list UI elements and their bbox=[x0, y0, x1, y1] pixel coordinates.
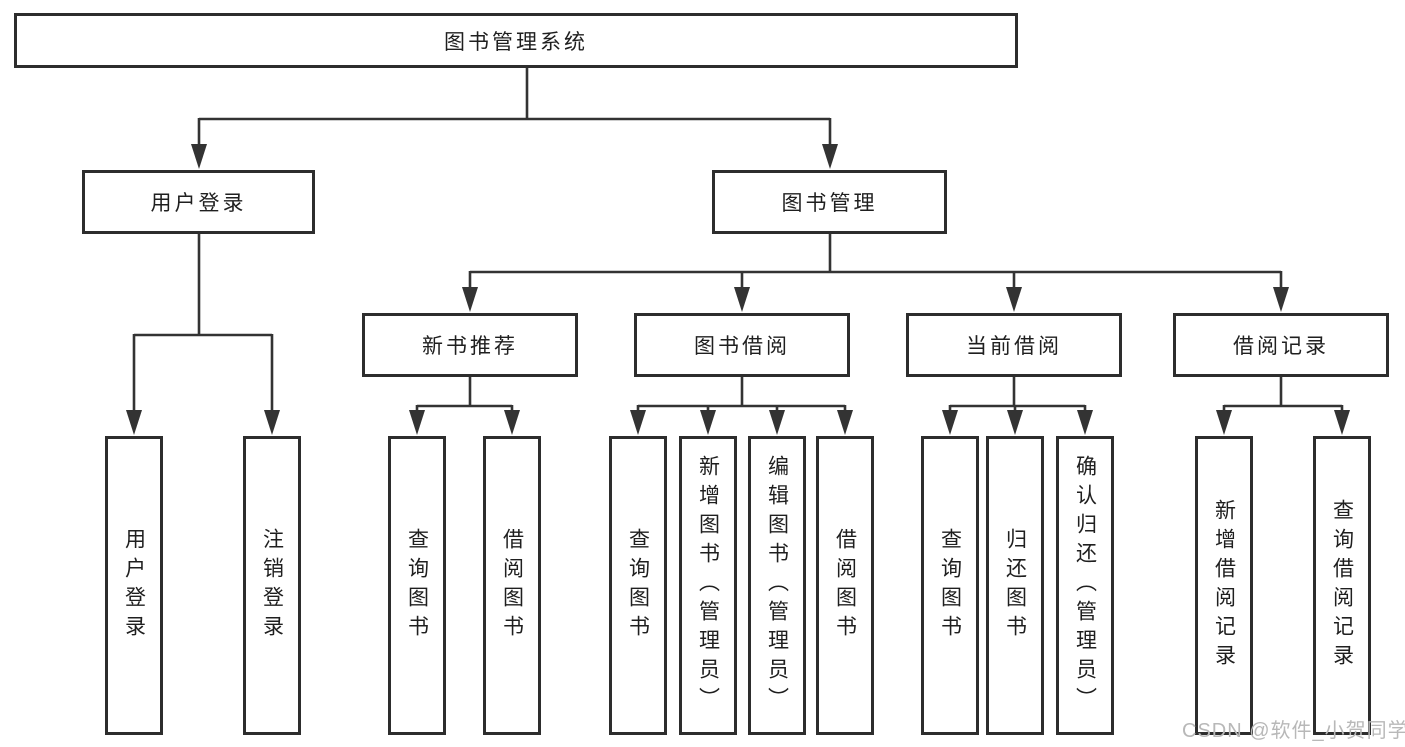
leaf-logout: 注销登录 bbox=[243, 436, 301, 735]
node-root-label: 图书管理系统 bbox=[444, 30, 588, 54]
leaf-borrow-borrow-label: 借阅图书 bbox=[833, 527, 857, 644]
node-current-borrow-label: 当前借阅 bbox=[966, 335, 1062, 358]
connector-bookmgmt-to-level3 bbox=[462, 234, 1289, 312]
connector-newbooks-to-leaves bbox=[409, 377, 520, 435]
leaf-newbooks-query: 查询图书 bbox=[388, 436, 446, 735]
connector-bookborrow-to-leaves bbox=[630, 377, 853, 435]
leaf-current-confirm-label: 确认归还（管理员） bbox=[1073, 455, 1097, 716]
connector-userlogin-to-leaves bbox=[126, 234, 280, 435]
leaf-borrow-add-label: 新增图书（管理员） bbox=[696, 455, 720, 716]
node-borrow-records-label: 借阅记录 bbox=[1233, 335, 1329, 358]
leaf-newbooks-borrow: 借阅图书 bbox=[483, 436, 541, 735]
leaf-current-return-label: 归还图书 bbox=[1003, 527, 1027, 644]
node-user-login: 用户登录 bbox=[82, 170, 315, 234]
leaf-borrow-add: 新增图书（管理员） bbox=[679, 436, 737, 735]
node-root: 图书管理系统 bbox=[14, 13, 1018, 68]
leaf-records-query-label: 查询借阅记录 bbox=[1330, 498, 1354, 673]
watermark: CSDN @软件_小贺同学 bbox=[1182, 720, 1405, 742]
node-user-login-label: 用户登录 bbox=[150, 192, 247, 215]
leaf-logout-label: 注销登录 bbox=[260, 527, 284, 644]
leaf-user-login: 用户登录 bbox=[105, 436, 163, 735]
leaf-borrow-query: 查询图书 bbox=[609, 436, 667, 735]
leaf-current-query-label: 查询图书 bbox=[938, 527, 962, 644]
leaf-borrow-borrow: 借阅图书 bbox=[816, 436, 874, 735]
connector-root-to-level2 bbox=[191, 68, 838, 169]
leaf-current-query: 查询图书 bbox=[921, 436, 979, 735]
node-borrow-records: 借阅记录 bbox=[1173, 313, 1389, 377]
node-book-management-label: 图书管理 bbox=[781, 192, 878, 215]
node-book-management: 图书管理 bbox=[712, 170, 947, 234]
connector-currentborrow-to-leaves bbox=[942, 377, 1093, 435]
node-book-borrow-label: 图书借阅 bbox=[694, 335, 790, 358]
node-new-books-label: 新书推荐 bbox=[422, 335, 518, 358]
node-new-books: 新书推荐 bbox=[362, 313, 578, 377]
leaf-records-add: 新增借阅记录 bbox=[1195, 436, 1253, 735]
leaf-records-query: 查询借阅记录 bbox=[1313, 436, 1371, 735]
leaf-borrow-edit: 编辑图书（管理员） bbox=[748, 436, 806, 735]
leaf-borrow-query-label: 查询图书 bbox=[626, 527, 650, 644]
leaf-newbooks-query-label: 查询图书 bbox=[405, 527, 429, 644]
connector-borrowrecords-to-leaves bbox=[1216, 377, 1350, 435]
leaf-newbooks-borrow-label: 借阅图书 bbox=[500, 527, 524, 644]
node-book-borrow: 图书借阅 bbox=[634, 313, 850, 377]
leaf-current-return: 归还图书 bbox=[986, 436, 1044, 735]
leaf-current-confirm: 确认归还（管理员） bbox=[1056, 436, 1114, 735]
node-current-borrow: 当前借阅 bbox=[906, 313, 1122, 377]
leaf-records-add-label: 新增借阅记录 bbox=[1212, 498, 1236, 673]
leaf-user-login-label: 用户登录 bbox=[122, 527, 146, 644]
leaf-borrow-edit-label: 编辑图书（管理员） bbox=[765, 455, 789, 716]
